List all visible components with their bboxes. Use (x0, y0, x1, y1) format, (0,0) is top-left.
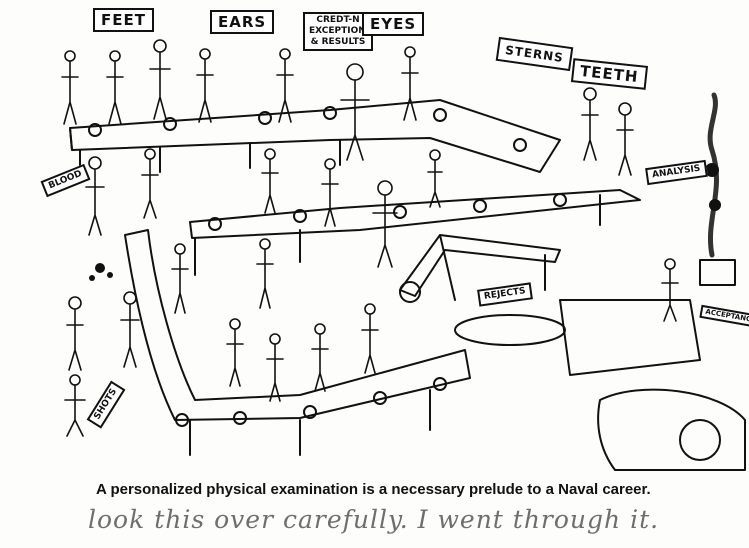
credentials-line-1: CREDT-N (316, 15, 360, 25)
ears-sign: EARS (210, 10, 275, 34)
rejects-manhole (454, 314, 566, 346)
credentials-sign: CREDT-N EXCEPTIONS & RESULTS (303, 12, 373, 51)
middle-conveyor-belt (189, 189, 641, 239)
eyes-sign: EYES (362, 12, 425, 36)
top-conveyor-belt (69, 99, 561, 173)
patients-in-line (61, 39, 679, 437)
rejects-crane (399, 234, 561, 301)
handwritten-note: look this over carefully. I went through… (88, 505, 660, 534)
credentials-line-3: & RESULTS (310, 37, 366, 47)
ink-blots (89, 163, 721, 281)
acceptance-machine (559, 299, 701, 376)
feet-sign: FEET (93, 8, 154, 32)
smokestack (699, 259, 736, 286)
lower-conveyor-belt (124, 229, 471, 421)
credentials-line-2: EXCEPTIONS (309, 26, 373, 36)
printed-caption: A personalized physical examination is a… (96, 481, 651, 498)
